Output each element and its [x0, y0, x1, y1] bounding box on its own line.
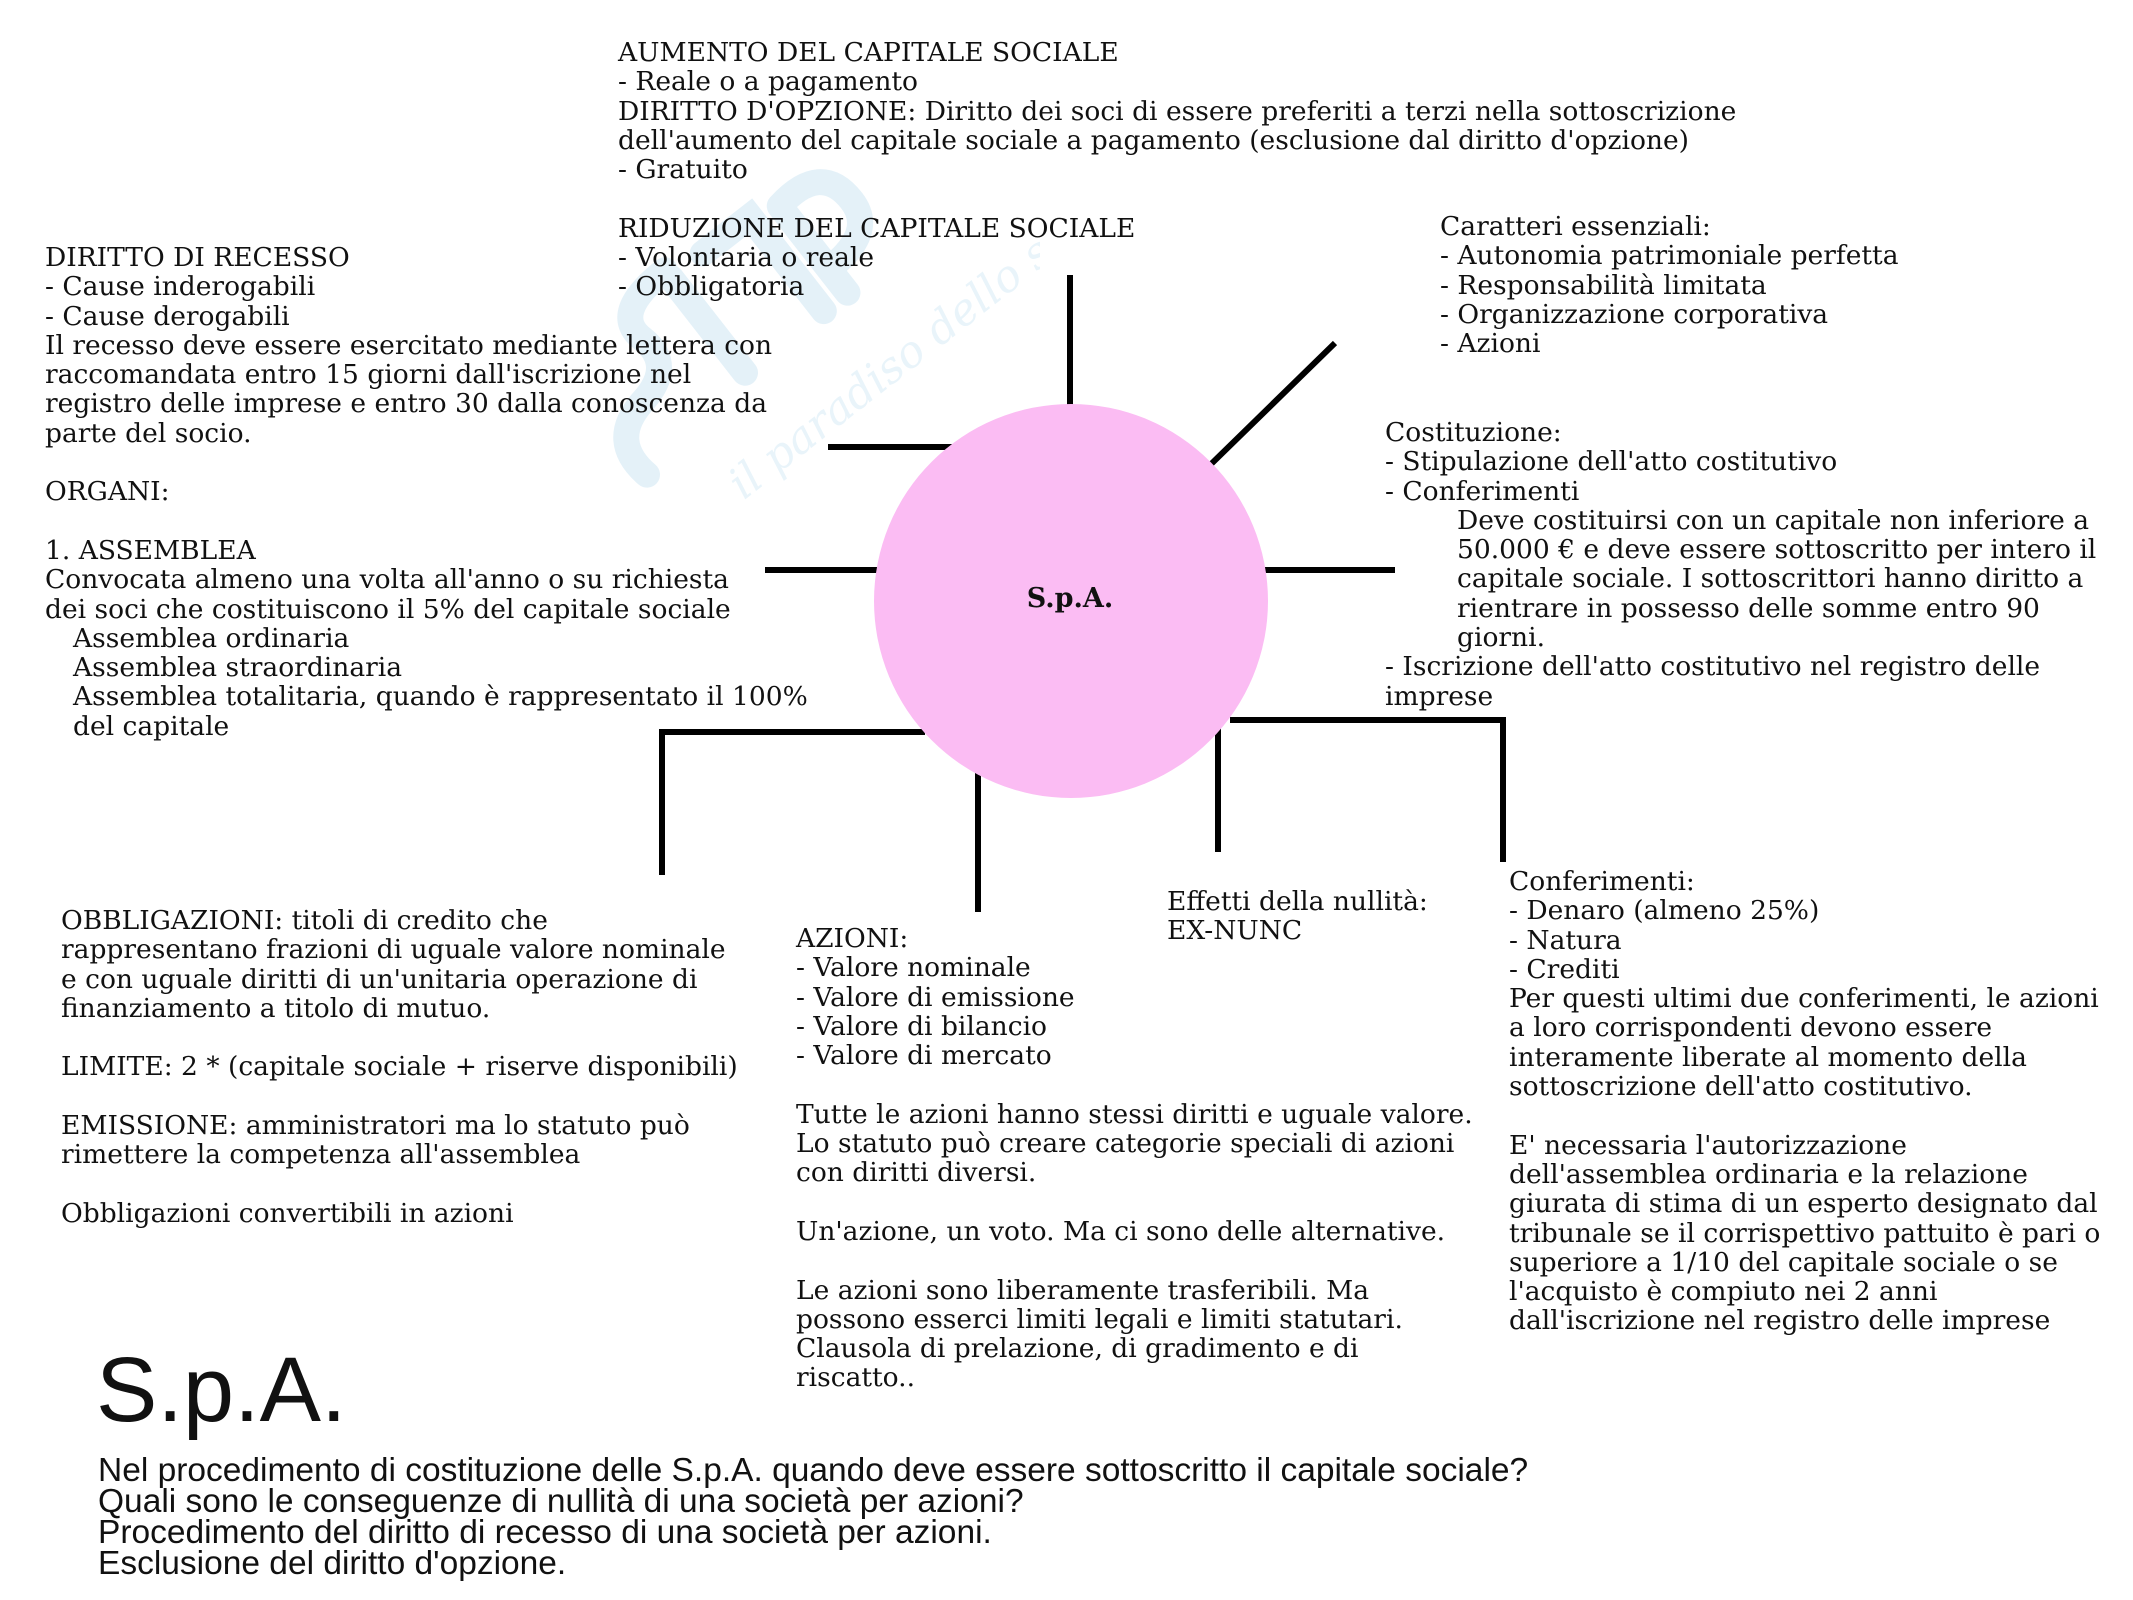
costituzione-capitale-1: Deve costituirsi con un capitale non inf…	[1457, 504, 2090, 536]
caratteri-item: - Autonomia patrimoniale perfetta	[1440, 240, 1899, 272]
conferimenti-q-5: superiore a 1/10 del capitale sociale o …	[1509, 1246, 2058, 1278]
costituzione-line-4: imprese	[1385, 680, 1494, 712]
obbligazioni-line-1: OBBLIGAZIONI: titoli di credito che	[61, 905, 548, 936]
azioni-para-5: Le azioni sono liberamente trasferibili.…	[796, 1274, 1370, 1306]
azioni-block: AZIONI: - Valore nominale - Valore di em…	[796, 924, 1473, 1393]
conferimenti-item: - Natura	[1509, 924, 1622, 956]
page-title: S.p.A.	[96, 1339, 347, 1441]
conferimenti-para-2: a loro corrispondenti devono essere	[1509, 1012, 1993, 1044]
center-node-label: S.p.A.	[1026, 583, 1114, 614]
conferimenti-para-4: sottoscrizione dell'atto costitutivo.	[1509, 1071, 1973, 1103]
costituzione-block: Costituzione: - Stipulazione dell'atto c…	[1385, 418, 2096, 711]
riduzione-title: RIDUZIONE DEL CAPITALE SOCIALE	[618, 212, 1136, 244]
aumento-line2: - Gratuito	[618, 154, 748, 186]
assemblea-title: 1. ASSEMBLEA	[45, 534, 256, 566]
recesso-line-5: registro delle imprese e entro 30 dalla …	[45, 388, 767, 420]
recesso-line-2: - Cause derogabili	[45, 300, 290, 332]
caratteri-title: Caratteri essenziali:	[1440, 211, 1711, 242]
assemblea-line-2: dei soci che costituiscono il 5% del cap…	[45, 593, 731, 625]
caratteri-item: - Azioni	[1440, 328, 1541, 360]
aumento-block: AUMENTO DEL CAPITALE SOCIALE - Reale o a…	[618, 38, 1736, 302]
opzione-label: DIRITTO D'OPZIONE:	[618, 95, 917, 127]
nullita-value: EX-NUNC	[1167, 915, 1303, 947]
azioni-para-7: Clausola di prelazione, di gradimento e …	[796, 1333, 1359, 1365]
connector-bottom-right	[1230, 717, 1506, 862]
obbligazioni-line-2: rappresentano frazioni di uguale valore …	[61, 934, 726, 966]
obbligazioni-line-4: finanziamento a titolo di mutuo.	[61, 992, 491, 1024]
question-item: Quali sono le conseguenze di nullità di …	[98, 1483, 1024, 1520]
conferimenti-q-2: dell'assemblea ordinaria e la relazione	[1509, 1158, 2028, 1190]
question-item: Nel procedimento di costituzione delle S…	[98, 1452, 1529, 1489]
opzione-text: Diritto dei soci di essere preferiti a t…	[916, 95, 1737, 127]
costituzione-capitale-5: giorni.	[1457, 622, 1546, 654]
recesso-line-3: Il recesso deve essere esercitato median…	[45, 329, 773, 361]
conferimenti-block: Conferimenti: - Denaro (almeno 25%) - Na…	[1509, 867, 2100, 1336]
obbligazioni-line-3: e con uguale diritti di un'unitaria oper…	[61, 963, 698, 995]
conferimenti-item: - Denaro (almeno 25%)	[1509, 895, 1820, 927]
obbligazioni-limite: LIMITE: 2 * (capitale sociale + riserve …	[61, 1051, 738, 1083]
center-node	[874, 404, 1268, 798]
azioni-item: - Valore di emissione	[796, 981, 1075, 1013]
conferimenti-q-3: giurata di stima di un esperto designato…	[1509, 1188, 2098, 1220]
obbligazioni-convertibili: Obbligazioni convertibili in azioni	[61, 1197, 514, 1229]
conferimenti-para-3: interamente liberate al momento della	[1509, 1041, 2027, 1073]
conferimenti-q-7: dall'iscrizione nel registro delle impre…	[1509, 1305, 2051, 1337]
opzione-cont: dell'aumento del capitale sociale a paga…	[618, 124, 1689, 156]
recesso-block: DIRITTO DI RECESSO - Cause inderogabili …	[45, 243, 808, 741]
connector-top-right	[1202, 340, 1338, 473]
question-item: Procedimento del diritto di recesso di u…	[98, 1514, 992, 1551]
recesso-title: DIRITTO DI RECESSO	[45, 242, 350, 273]
caratteri-block: Caratteri essenziali: - Autonomia patrim…	[1440, 211, 1899, 360]
questions-list: Nel procedimento di costituzione delle S…	[98, 1452, 1529, 1582]
costituzione-line-1: - Stipulazione dell'atto costitutivo	[1385, 446, 1838, 478]
obbligazioni-emissione-1: EMISSIONE: amministratori ma lo statuto …	[61, 1110, 690, 1142]
nullita-block: Effetti della nullità: EX-NUNC	[1167, 887, 1428, 946]
azioni-item: - Valore nominale	[796, 952, 1031, 984]
costituzione-capitale-2: 50.000 € e deve essere sottoscritto per …	[1457, 534, 2097, 566]
costituzione-line-2: - Conferimenti	[1385, 475, 1580, 507]
costituzione-line-3: - Iscrizione dell'atto costitutivo nel r…	[1385, 651, 2041, 683]
riduzione-item-2: - Obbligatoria	[618, 271, 805, 303]
caratteri-item: - Responsabilità limitata	[1440, 269, 1767, 301]
riduzione-item-1: - Volontaria o reale	[618, 242, 875, 274]
azioni-para-6: possono esserci limiti legali e limiti s…	[796, 1303, 1403, 1335]
connector-bottom-left	[659, 729, 925, 875]
caratteri-item: - Organizzazione corporativa	[1440, 298, 1829, 330]
azioni-item: - Valore di bilancio	[796, 1010, 1047, 1042]
assemblea-line-1: Convocata almeno una volta all'anno o su…	[45, 564, 729, 596]
assemblea-ordinaria: Assemblea ordinaria	[73, 622, 350, 654]
conferimenti-q-4: tribunale se il corrispettivo pattuito è…	[1509, 1217, 2101, 1249]
azioni-para-1: Tutte le azioni hanno stessi diritti e u…	[796, 1098, 1473, 1130]
obbligazioni-block: OBBLIGAZIONI: titoli di credito che rapp…	[61, 905, 738, 1229]
nullita-title: Effetti della nullità:	[1167, 886, 1428, 917]
costituzione-capitale-3: capitale sociale. I sottoscrittori hanno…	[1457, 563, 2084, 595]
recesso-line-4: raccomandata entro 15 giorni dall'iscriz…	[45, 359, 692, 391]
azioni-para-2: Lo statuto può creare categorie speciali…	[796, 1128, 1455, 1160]
organi-title: ORGANI:	[45, 476, 170, 508]
question-item: Esclusione del diritto d'opzione.	[98, 1545, 567, 1582]
aumento-line1: - Reale o a pagamento	[618, 66, 919, 98]
opzione-line: DIRITTO D'OPZIONE: Diritto dei soci di e…	[618, 95, 1737, 127]
assemblea-straordinaria: Assemblea straordinaria	[73, 652, 403, 684]
recesso-line-1: - Cause inderogabili	[45, 271, 316, 303]
aumento-title: AUMENTO DEL CAPITALE SOCIALE	[618, 37, 1119, 68]
conferimenti-q-1: E' necessaria l'autorizzazione	[1509, 1129, 1907, 1161]
conferimenti-item: - Crediti	[1509, 953, 1620, 985]
assemblea-totalitaria-cont: del capitale	[73, 710, 230, 742]
costituzione-capitale-4: rientrare in possesso delle somme entro …	[1457, 592, 2040, 624]
costituzione-title: Costituzione:	[1385, 417, 1562, 448]
conferimenti-title: Conferimenti:	[1509, 866, 1695, 897]
azioni-para-8: riscatto..	[796, 1362, 916, 1394]
azioni-title: AZIONI:	[796, 923, 909, 954]
conferimenti-q-6: l'acquisto è compiuto nei 2 anni	[1509, 1276, 1938, 1308]
azioni-para-3: con diritti diversi.	[796, 1157, 1037, 1189]
recesso-line-6: parte del socio.	[45, 417, 252, 449]
azioni-item: - Valore di mercato	[796, 1040, 1052, 1072]
assemblea-totalitaria: Assemblea totalitaria, quando è rapprese…	[73, 681, 808, 713]
obbligazioni-emissione-2: rimettere la competenza all'assemblea	[61, 1139, 581, 1171]
conferimenti-para-1: Per questi ultimi due conferimenti, le a…	[1509, 983, 2099, 1015]
azioni-para-4: Un'azione, un voto. Ma ci sono delle alt…	[796, 1215, 1446, 1247]
